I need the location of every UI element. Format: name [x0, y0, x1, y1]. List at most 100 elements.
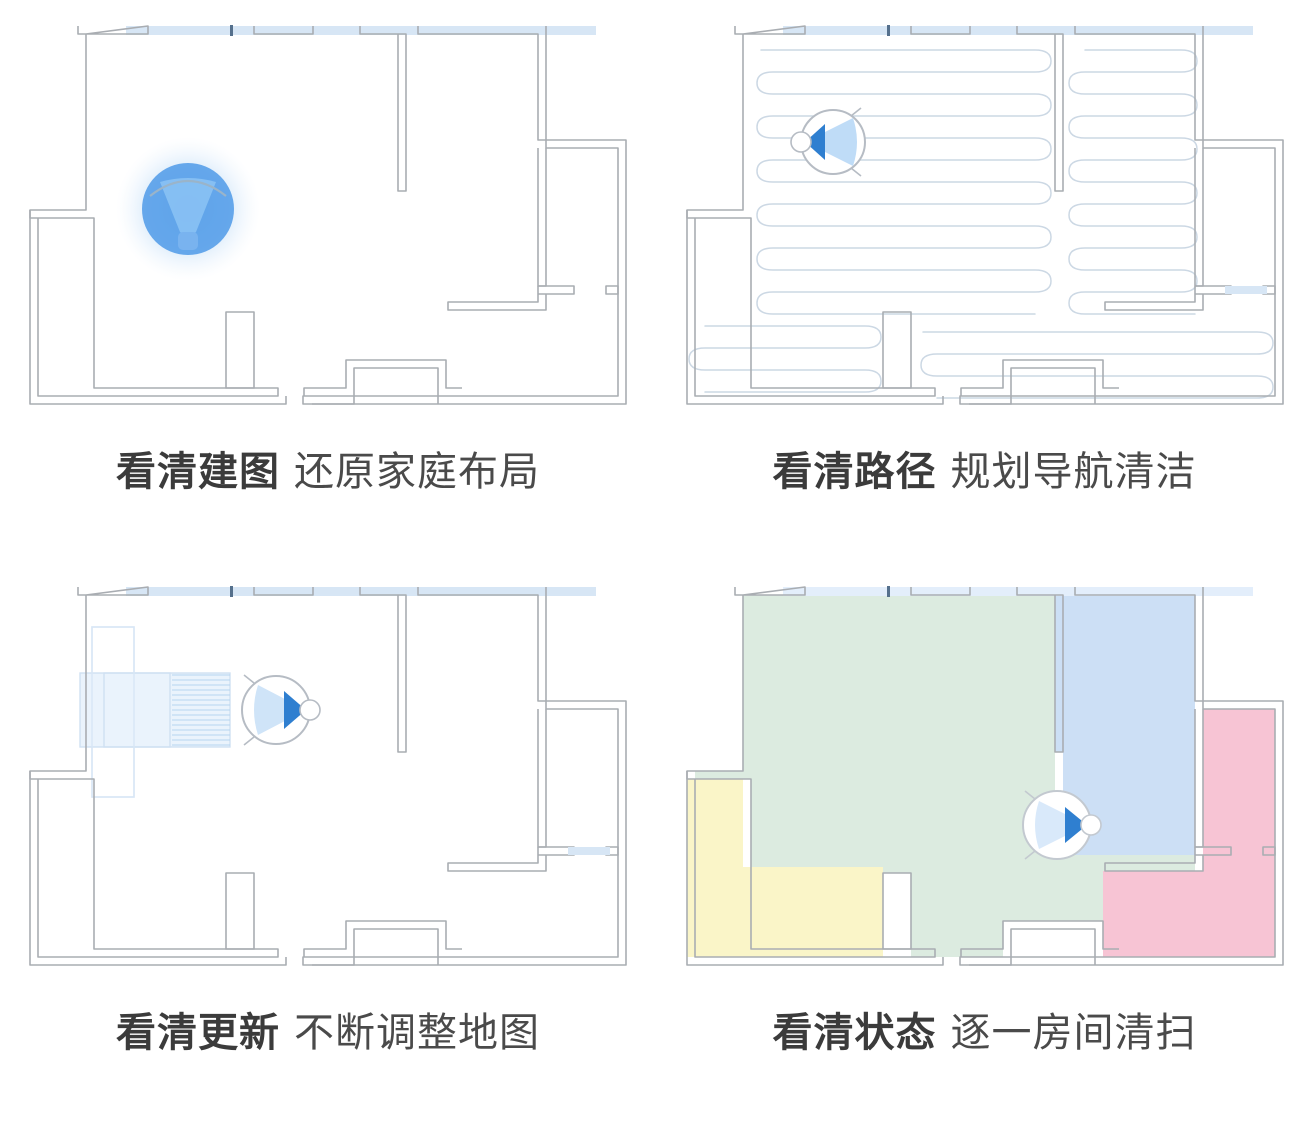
- caption-update: 看清更新不断调整地图: [0, 1013, 656, 1053]
- caption-mapping: 看清建图还原家庭布局: [0, 452, 656, 492]
- wall-inner-tee: [881, 872, 912, 950]
- wall-right-room-low: [447, 286, 547, 311]
- door-marker: [886, 586, 890, 597]
- wall-group: [685, 586, 1284, 966]
- wall-right-outer: [958, 26, 1284, 405]
- robot-direction-wedge: [804, 124, 825, 160]
- door-marker: [886, 25, 890, 36]
- robot-lidar-cone: [254, 685, 306, 735]
- caption-update-light: 不断调整地图: [294, 1011, 540, 1055]
- robot-lidar-cone: [1034, 801, 1087, 849]
- wall-bottom-step2: [312, 367, 439, 405]
- wall-inner-tee: [881, 311, 912, 389]
- wall-bottom-step2: [968, 367, 1096, 405]
- caption-path: 看清路径规划导航清洁: [656, 452, 1313, 492]
- wall-left-alcove: [29, 771, 287, 966]
- door-marker: [230, 586, 233, 597]
- room-bedroom-blue: [1054, 595, 1195, 855]
- floorplan-mapping-figure: [8, 14, 648, 444]
- door-highlight-right: [1224, 286, 1267, 294]
- cleaning-path-upper-left: [755, 49, 1052, 315]
- wall-outer-main: [685, 586, 936, 958]
- ghost-rect-mid: [103, 672, 171, 748]
- ghost-rect-tall: [91, 626, 135, 798]
- wall-right-outer: [958, 587, 1284, 966]
- wall-group: [29, 586, 627, 966]
- robot-vacuum: [1021, 790, 1102, 860]
- room-study-yellow: [686, 779, 883, 957]
- wall-bottom-step: [959, 920, 1119, 957]
- door-highlight-top: [126, 587, 596, 596]
- wall-top-far-right: [1015, 587, 1064, 753]
- wall-right-room: [537, 148, 547, 287]
- wall-bottom-step: [303, 920, 462, 957]
- robot-turret: [1079, 814, 1102, 836]
- robot-lidar-cone: [804, 118, 857, 166]
- wall-right-room: [1193, 148, 1204, 287]
- robot-vacuum: [241, 674, 321, 746]
- caption-status-light: 逐一房间清扫: [950, 1011, 1197, 1055]
- wall-bottom-step: [959, 359, 1119, 396]
- wall-right-outer: [302, 587, 627, 966]
- caption-status-strong: 看清状态: [772, 1011, 937, 1055]
- caption-update-strong: 看清更新: [116, 1011, 280, 1055]
- cleaning-path-lower-left: [687, 325, 882, 393]
- wall-bottom-step: [303, 359, 462, 396]
- robot-lidar-cone: [160, 178, 216, 235]
- wall-group: [685, 25, 1284, 405]
- door-marker: [230, 25, 233, 36]
- robot-turret: [789, 131, 812, 153]
- wall-left-alcove: [685, 771, 944, 966]
- robot-sensor-ticks: [850, 107, 861, 177]
- door-highlight-top: [782, 587, 1253, 596]
- floorplan-update-figure: [8, 575, 648, 1005]
- robot-vacuum: [789, 107, 866, 177]
- door-jamb-right: [538, 285, 575, 295]
- wall-top-far-right: [1015, 26, 1064, 192]
- door-highlight-top: [126, 26, 596, 35]
- wall-right-room: [537, 709, 547, 848]
- wall-top-far-right: [359, 587, 407, 753]
- robot-bumper-arc: [149, 179, 227, 197]
- wall-top-right: [253, 26, 314, 35]
- robot-sensor-ticks: [243, 674, 255, 746]
- caption-status: 看清状态逐一房间清扫: [656, 1013, 1313, 1053]
- caption-path-strong: 看清路径: [772, 450, 937, 494]
- caption-path-light: 规划导航清洁: [950, 450, 1197, 494]
- robot-direction-wedge: [284, 691, 306, 729]
- wall-bottom-step2: [968, 928, 1096, 966]
- panel-status: 看清状态逐一房间清扫: [656, 561, 1313, 1123]
- door-stub-right: [605, 285, 619, 295]
- door-highlight-right: [568, 847, 610, 855]
- room-balcony-pink: [1102, 709, 1275, 957]
- robot-turret: [178, 232, 198, 250]
- caption-mapping-strong: 看清建图: [116, 450, 280, 494]
- wall-left-alcove: [685, 210, 944, 405]
- wall-inner-tee: [225, 872, 255, 950]
- wall-right-room: [1193, 709, 1204, 848]
- room-living-green: [694, 595, 1195, 957]
- wall-right-outer: [302, 26, 627, 405]
- wall-right-room-low: [447, 847, 547, 872]
- wall-bottom-step2: [312, 928, 439, 966]
- panel-path: 看清路径规划导航清洁: [656, 0, 1313, 561]
- cleaning-path-lower-right: [919, 331, 1274, 399]
- floorplan-rooms-figure: [665, 575, 1305, 1005]
- wall-top-right: [909, 587, 971, 596]
- door-highlight-top: [782, 26, 1253, 35]
- wall-outer-main: [685, 25, 936, 397]
- robot-turret: [299, 699, 321, 721]
- wall-right-room-low: [1103, 286, 1204, 311]
- robot-direction-wedge: [1064, 807, 1087, 843]
- wall-top-far-right: [359, 26, 407, 192]
- door-stub-right: [1261, 846, 1276, 856]
- wall-top-right: [909, 26, 971, 35]
- cleaning-path-upper-right: [1067, 49, 1198, 315]
- wall-right-room-low: [1103, 847, 1204, 872]
- wall-group: [29, 25, 627, 405]
- wall-left-alcove: [29, 210, 287, 405]
- scan-lines: [172, 674, 230, 746]
- door-jamb-right: [1194, 846, 1232, 856]
- robot-vacuum: [116, 137, 260, 281]
